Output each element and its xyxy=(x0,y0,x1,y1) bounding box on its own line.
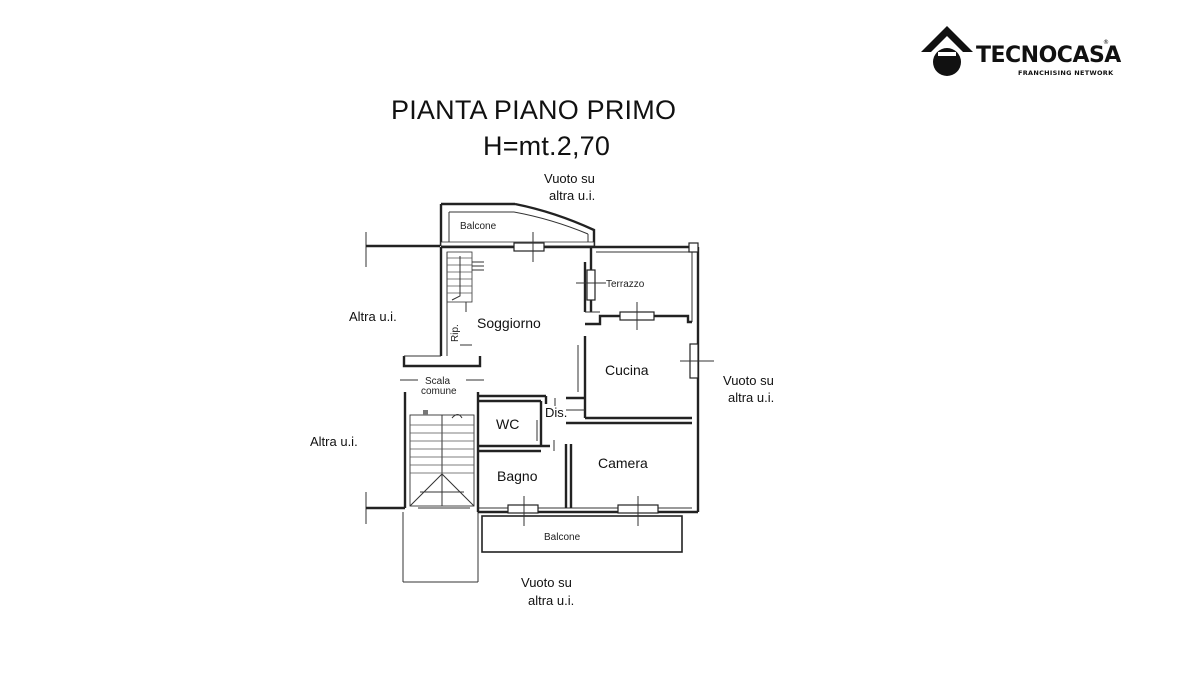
plan-title: PIANTA PIANO PRIMO xyxy=(391,95,677,125)
bagno-label: Bagno xyxy=(497,468,538,484)
scala-label: Scala xyxy=(425,376,450,387)
windows xyxy=(507,232,714,526)
note-bottom-line2: altra u.i. xyxy=(528,593,574,608)
balcone-top-label: Balcone xyxy=(460,221,497,232)
soggiorno-label: Soggiorno xyxy=(477,315,541,331)
neighbour-boundaries xyxy=(365,232,479,583)
note-top-line2: altra u.i. xyxy=(549,188,595,203)
internal-stair xyxy=(446,251,484,346)
balcone-bottom-label: Balcone xyxy=(544,532,581,543)
dis-label: Dis. xyxy=(545,405,567,420)
note-top-line1: Vuoto su xyxy=(544,171,595,186)
house-logo-icon xyxy=(921,26,973,76)
note-right-line2: altra u.i. xyxy=(728,390,774,405)
common-staircase xyxy=(400,379,484,509)
bottom-balcony xyxy=(481,515,683,553)
note-right-line1: Vuoto su xyxy=(723,373,774,388)
logo-registered-mark: ® xyxy=(1103,39,1109,46)
rip-label: Rip. xyxy=(450,324,461,342)
logo-subtitle: FRANCHISING NETWORK xyxy=(1018,69,1114,77)
interior-walls xyxy=(476,336,692,512)
logo-brand-text: TECNOCASA xyxy=(976,43,1121,68)
cucina-label: Cucina xyxy=(605,362,649,378)
note-left-lower: Altra u.i. xyxy=(310,434,358,449)
wc-label: WC xyxy=(496,416,519,432)
note-left-upper: Altra u.i. xyxy=(349,309,397,324)
camera-label: Camera xyxy=(598,455,648,471)
comune-label: comune xyxy=(421,386,457,397)
terrazzo-label: Terrazzo xyxy=(606,279,645,290)
ceiling-height: H=mt.2,70 xyxy=(483,131,611,161)
tecnocasa-logo: TECNOCASA ® FRANCHISING NETWORK xyxy=(921,26,1122,77)
note-bottom-line1: Vuoto su xyxy=(521,575,572,590)
